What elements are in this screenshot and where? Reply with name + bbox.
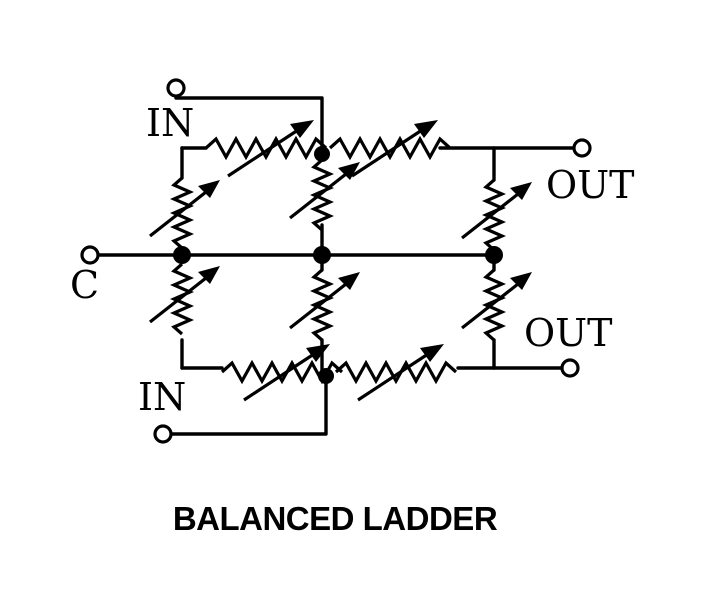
junction-dots: [173, 146, 503, 384]
label-out-top: OUT: [546, 163, 635, 207]
resistor-upper-left-rung: [148, 176, 222, 250]
diagram-title: BALANCED LADDER: [173, 500, 498, 537]
resistor-upper-right-rung: [460, 178, 534, 252]
label-out-bottom: OUT: [524, 311, 613, 355]
terminal-out-top: [572, 138, 592, 158]
junction-dot: [313, 246, 331, 264]
terminal-in-top: [166, 78, 186, 98]
terminal-out-bottom: [560, 358, 580, 378]
resistor-upper-middle-rung: [288, 158, 362, 232]
resistor-lower-right-rung: [460, 268, 534, 342]
resistor-top-left: [204, 118, 328, 178]
resistor-lower-middle-rung: [288, 268, 362, 342]
terminals: [80, 78, 592, 444]
junction-dot: [173, 246, 191, 264]
junction-dot: [314, 146, 330, 162]
label-in-top: IN: [146, 101, 194, 145]
terminal-in-bottom: [153, 424, 173, 444]
junction-dot: [318, 368, 334, 384]
terminal-common: [80, 245, 100, 265]
label-in-bottom: IN: [138, 375, 186, 419]
junction-dot: [485, 246, 503, 264]
label-common: C: [70, 263, 99, 307]
resistor-bottom-right: [334, 342, 458, 402]
resistor-lower-left-rung: [148, 262, 222, 336]
